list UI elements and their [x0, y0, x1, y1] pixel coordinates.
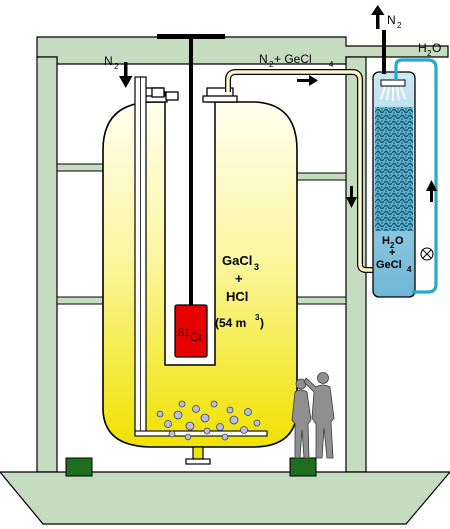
vent-pipe — [382, 30, 386, 74]
label-n2-inlet: N — [104, 54, 113, 68]
label-col-h2o-o: O — [395, 235, 404, 247]
arrow-gas-right — [297, 75, 318, 86]
cavern-structure — [0, 36, 450, 525]
label-gacl3-sub: 3 — [254, 262, 259, 272]
label-col-h2o-sub: 2 — [390, 241, 395, 250]
main-tank — [102, 76, 298, 465]
gas-bubbles — [156, 400, 261, 441]
cr-mass-number: 51 — [178, 327, 190, 339]
n2-sparger-pipe — [134, 76, 268, 437]
left-wall — [36, 56, 58, 473]
tank-nozzles — [136, 87, 238, 103]
label-col-gecl: GeCl — [376, 259, 402, 271]
person-left — [291, 378, 312, 459]
right-shelf-lower — [295, 296, 347, 305]
absorber-column — [372, 30, 438, 298]
label-plus-2: + — [389, 247, 395, 259]
cr-symbol: Cr — [190, 330, 203, 344]
label-n2-gecl4-sub2: 4 — [329, 60, 334, 69]
label-n2-gecl4-ge: + GeCl — [274, 52, 312, 66]
right-footing — [289, 457, 317, 477]
label-volume: (54 m — [215, 316, 246, 330]
label-plus-1: + — [235, 271, 243, 286]
arrow-water-up — [426, 180, 437, 202]
flow-arrows — [119, 5, 437, 208]
label-volume-sup: 3 — [255, 313, 260, 322]
label-n2-vent: N — [387, 13, 396, 27]
roof-beam — [36, 36, 449, 65]
person-right — [303, 372, 335, 459]
label-n2-gecl4-sub: 2 — [269, 60, 274, 69]
column-packing — [375, 107, 413, 231]
gas-transfer-line — [225, 69, 384, 273]
label-col-gecl-sub: 4 — [407, 265, 412, 274]
people-scale — [291, 372, 335, 459]
hoist-crossbar — [157, 34, 225, 39]
arrow-gas-down — [346, 186, 357, 208]
left-footing — [65, 457, 93, 477]
hoist-rod — [189, 37, 193, 305]
label-h2o-h: H — [418, 41, 427, 55]
right-shelf-upper — [295, 172, 347, 181]
foundation-base — [0, 471, 450, 525]
label-n2-inlet-sub: 2 — [114, 62, 119, 71]
labels: N 2 N 2 N 2 + GeCl 4 H 2 O GaCl 3 + HCl … — [104, 13, 441, 330]
spray-head — [380, 79, 406, 101]
arrow-n2-in — [119, 62, 133, 88]
source-assembly: 51 Cr — [157, 34, 225, 358]
label-gacl3: GaCl — [222, 253, 252, 268]
label-h2o-sub: 2 — [427, 49, 432, 58]
arrow-n2-out — [371, 5, 385, 29]
water-loop — [394, 58, 438, 294]
left-shelf-upper — [56, 163, 108, 172]
left-shelf-lower — [56, 296, 108, 305]
cr-source — [174, 304, 208, 358]
tank-drain — [185, 446, 211, 465]
label-hcl: HCl — [226, 289, 248, 304]
label-n2-gecl4-n: N — [259, 52, 268, 66]
label-h2o-o: O — [432, 41, 441, 55]
label-n2-vent-sub: 2 — [397, 21, 402, 30]
label-volume-close: ) — [260, 316, 264, 330]
label-col-h2o-h: H — [382, 235, 390, 247]
